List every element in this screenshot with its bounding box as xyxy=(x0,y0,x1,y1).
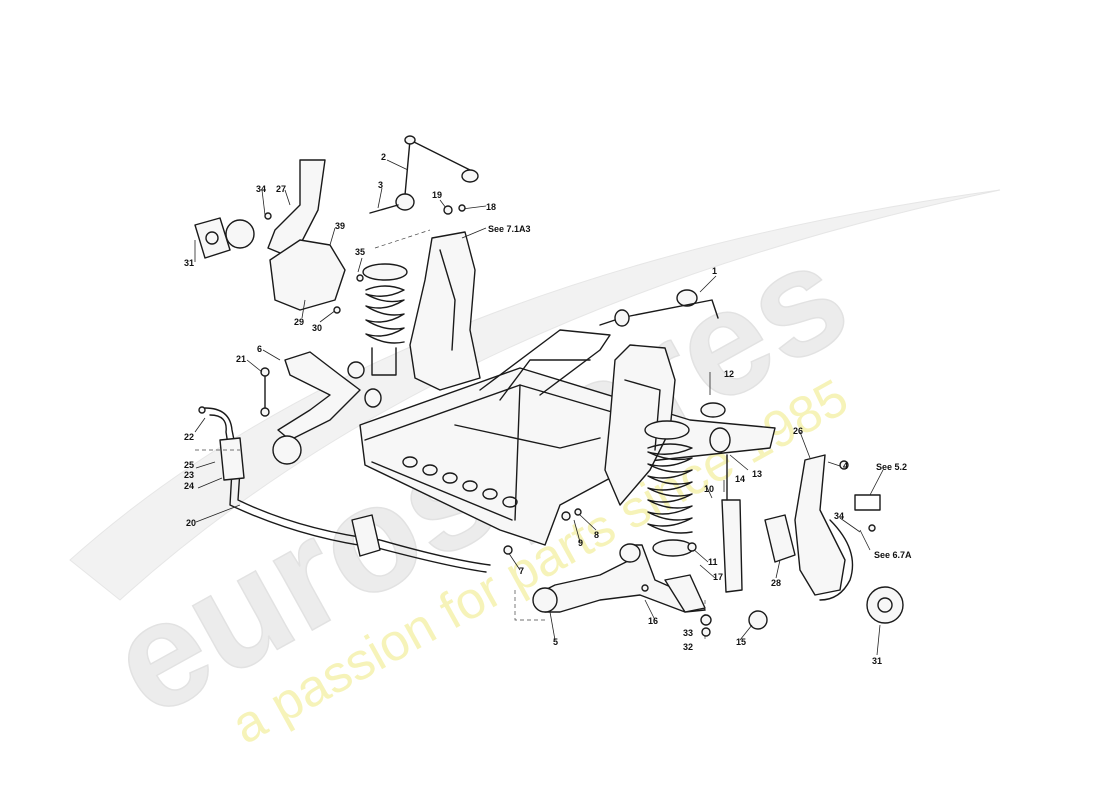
callout-14: 14 xyxy=(735,474,745,484)
upper-link-1 xyxy=(599,289,719,327)
callout-12: 12 xyxy=(724,369,734,379)
callout-10: 10 xyxy=(704,484,714,494)
callout-18: 18 xyxy=(486,202,496,212)
callout-16: 16 xyxy=(648,616,658,626)
callout-26: 26 xyxy=(793,426,803,436)
callout-25: 25 xyxy=(184,460,194,470)
watermark-swoosh xyxy=(69,189,1001,601)
hardware xyxy=(198,204,876,637)
callout-2: 2 xyxy=(381,152,386,162)
callout-21: 21 xyxy=(236,354,246,364)
callout-35: 35 xyxy=(355,247,365,257)
callout-7: 7 xyxy=(519,566,524,576)
callout-1: 1 xyxy=(712,266,717,276)
callout-20: 20 xyxy=(186,518,196,528)
anti-roll-bar xyxy=(204,367,491,573)
callout-39: 39 xyxy=(335,221,345,231)
cross-references: See 7.1A3 See 5.2 See 6.7A xyxy=(488,224,912,560)
callout-32: 32 xyxy=(683,642,693,652)
callout-5: 5 xyxy=(553,637,558,647)
callouts: 1 2 3 4 5 6 7 8 9 10 11 12 13 14 15 16 1… xyxy=(184,152,882,666)
right-upright xyxy=(764,454,904,624)
callout-34-left: 34 xyxy=(256,184,266,194)
callout-31-left: 31 xyxy=(184,258,194,268)
left-upright xyxy=(194,159,346,311)
callout-33: 33 xyxy=(683,628,693,638)
reference-see-6-7a: See 6.7A xyxy=(874,550,912,560)
callout-24: 24 xyxy=(184,481,194,491)
callout-6: 6 xyxy=(257,344,262,354)
callout-19: 19 xyxy=(432,190,442,200)
right-spring-damper xyxy=(644,402,768,630)
leader-lines xyxy=(194,159,884,656)
callout-15: 15 xyxy=(736,637,746,647)
callout-22: 22 xyxy=(184,432,194,442)
callout-17: 17 xyxy=(713,572,723,582)
callout-4: 4 xyxy=(843,461,848,471)
callout-27: 27 xyxy=(276,184,286,194)
callout-34-right: 34 xyxy=(834,511,844,521)
left-spring-damper xyxy=(347,263,408,379)
left-lower-arm xyxy=(272,351,382,465)
callout-29: 29 xyxy=(294,317,304,327)
callout-3: 3 xyxy=(378,180,383,190)
callout-13: 13 xyxy=(752,469,762,479)
callout-8: 8 xyxy=(594,530,599,540)
callout-31-right: 31 xyxy=(872,656,882,666)
callout-28: 28 xyxy=(771,578,781,588)
upper-link-2 xyxy=(369,135,479,214)
reference-see-7-1a3: See 7.1A3 xyxy=(488,224,531,234)
right-lower-arm xyxy=(532,543,706,613)
assembly-lines xyxy=(195,229,706,640)
callout-9: 9 xyxy=(578,538,583,548)
callout-30: 30 xyxy=(312,323,322,333)
callout-23: 23 xyxy=(184,470,194,480)
subframe-holes xyxy=(402,456,518,508)
callout-11: 11 xyxy=(708,557,718,567)
reference-see-5-2: See 5.2 xyxy=(876,462,907,472)
subframe xyxy=(359,231,776,546)
